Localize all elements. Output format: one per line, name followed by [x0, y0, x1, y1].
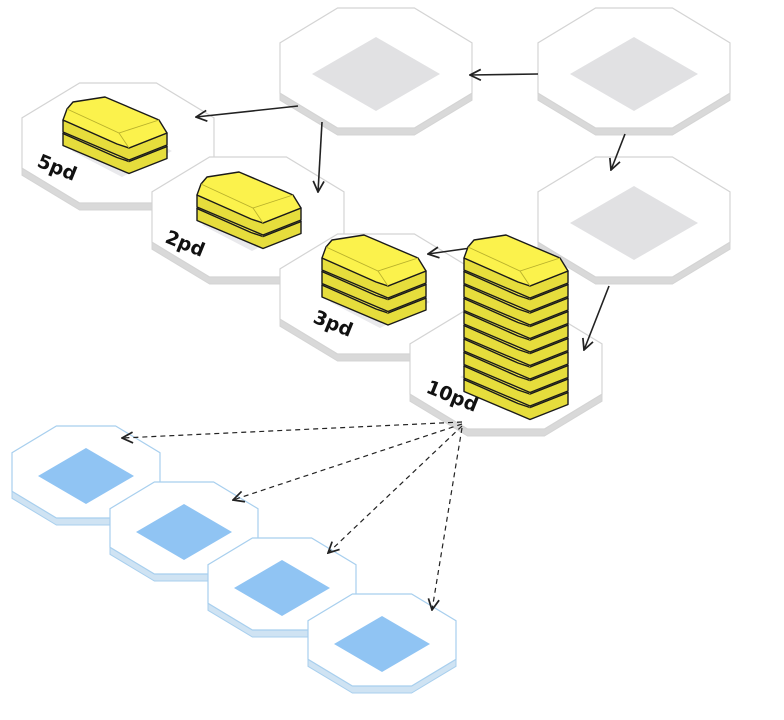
arrow-source-tile-b-to-source-tile-a [470, 74, 539, 75]
gold-bar-icon [321, 234, 427, 299]
blue-diamond-icon [136, 504, 232, 560]
arrow-source-tile-a-to-stack-tile-2pd [318, 121, 322, 192]
gray-diamond-icon [570, 186, 698, 260]
gray-diamond-icon [570, 37, 698, 111]
gold-bar-icon [196, 171, 302, 236]
source-tile-a [279, 7, 473, 136]
source-tile-b [537, 7, 731, 136]
arrow-source-tile-c-to-stack-tile-10pd [584, 285, 610, 350]
gold-bar-icon [463, 234, 569, 299]
blue-diamond-icon [234, 560, 330, 616]
blue-diamond-icon [38, 448, 134, 504]
gold-stack-3pd [321, 234, 427, 326]
gold-stack-5pd [62, 96, 168, 175]
gold-stack-2pd [196, 171, 302, 250]
arrow-stack-tile-10pd-to-target-tile-1 [122, 421, 463, 438]
arrow-source-tile-b-to-source-tile-c [611, 133, 626, 170]
arrow-stack-tile-10pd-to-target-tile-3 [328, 425, 463, 553]
blue-diamond-icon [334, 616, 430, 672]
gold-stack-10pd [463, 234, 569, 421]
source-tile-c [537, 156, 731, 285]
arrow-stack-tile-10pd-to-target-tile-2 [233, 423, 463, 500]
arrow-source-tile-a-to-stack-tile-5pd [196, 105, 299, 117]
gray-diamond-icon [312, 37, 440, 111]
arrow-stack-tile-10pd-to-target-tile-4 [432, 427, 463, 610]
target-tile-4 [307, 593, 457, 694]
gold-bar-icon [62, 96, 168, 161]
